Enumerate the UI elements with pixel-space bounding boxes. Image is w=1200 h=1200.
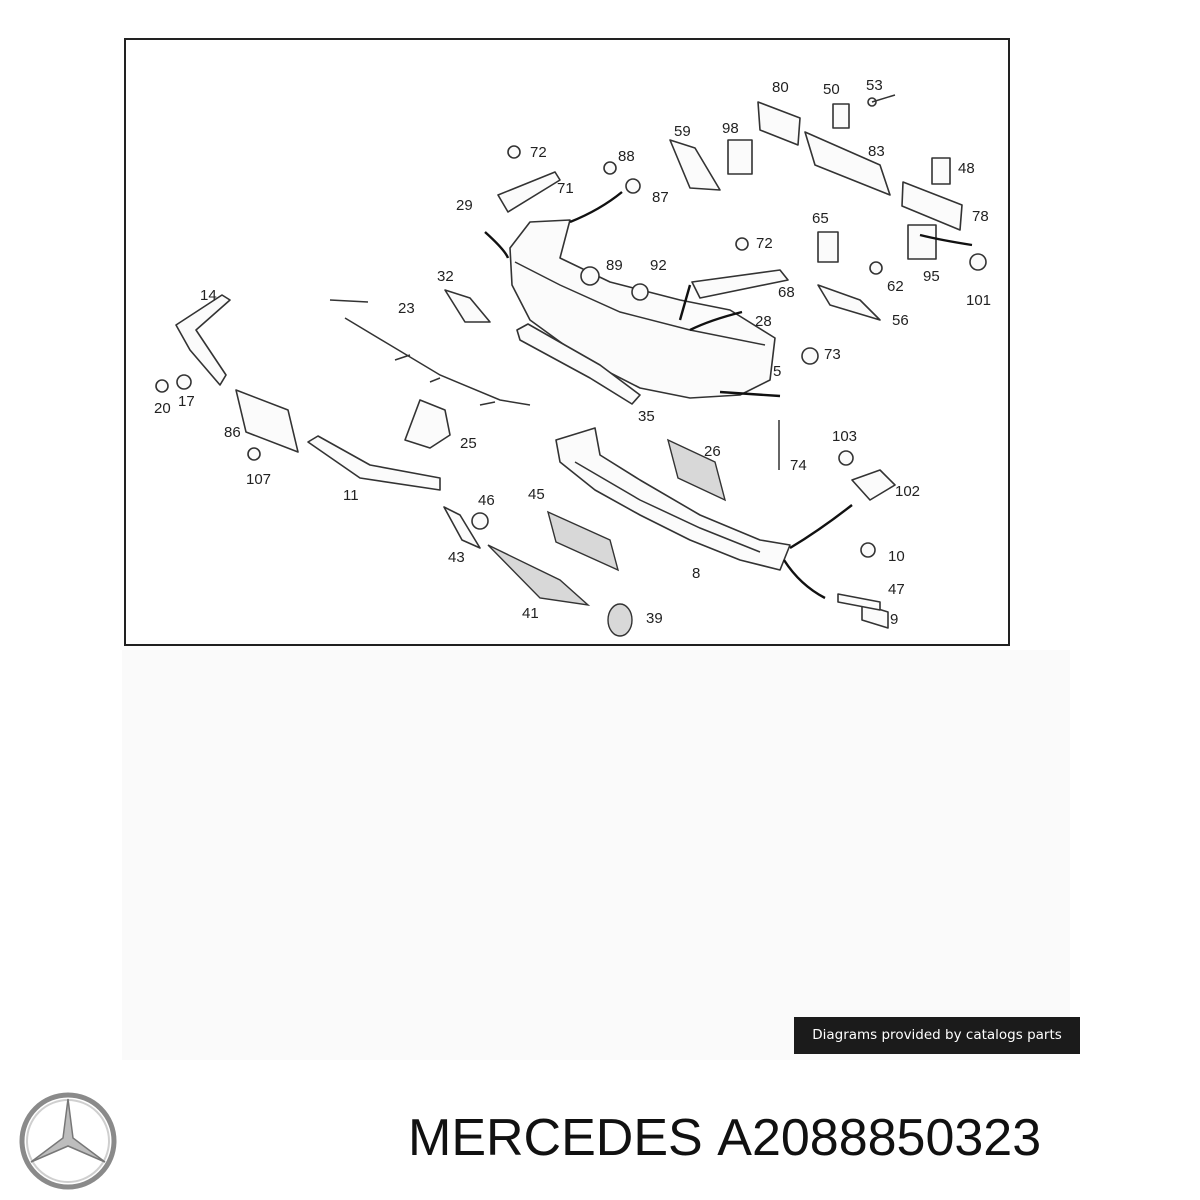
clip-95: [907, 224, 937, 260]
part-label: 68: [778, 284, 795, 301]
grille-41: [487, 544, 591, 607]
bracket-78: [901, 181, 963, 231]
part-label: 62: [887, 278, 904, 295]
bracket-102: [851, 469, 896, 501]
part-label: 26: [704, 443, 721, 460]
part-label: 65: [812, 210, 829, 227]
part-label: 103: [832, 428, 857, 445]
part-label: 86: [224, 424, 241, 441]
diagram-credit-badge: Diagrams provided by catalogs parts: [794, 1017, 1080, 1054]
bracket-43: [443, 506, 481, 549]
part-label: 56: [892, 312, 909, 329]
part-label: 98: [722, 120, 739, 137]
bracket-80: [757, 101, 801, 146]
plate-86: [235, 389, 299, 453]
part-label: 72: [530, 144, 547, 161]
part-number: A2088850323: [717, 1109, 1042, 1167]
bracket-59: [669, 139, 721, 191]
part-label: 45: [528, 486, 545, 503]
part-label: 39: [646, 610, 663, 627]
grille-39: [607, 603, 633, 637]
part-label: 10: [888, 548, 905, 565]
cable-tie: [404, 399, 451, 449]
part-label: 80: [772, 79, 789, 96]
mercedes-star-icon: [19, 1092, 117, 1190]
clip-48: [931, 157, 951, 185]
clip-98: [727, 139, 753, 175]
part-label: 35: [638, 408, 655, 425]
bracket-32: [444, 289, 491, 323]
part-label: 17: [178, 393, 195, 410]
part-label: 73: [824, 346, 841, 363]
trim-11: [307, 435, 441, 491]
brand-name: MERCEDES: [408, 1109, 703, 1167]
lower-spoiler: [555, 427, 791, 571]
part-label: 83: [868, 143, 885, 160]
part-label: 28: [755, 313, 772, 330]
part-label: 32: [437, 268, 454, 285]
part-label: 74: [790, 457, 807, 474]
part-label: 11: [343, 487, 359, 504]
grille-45: [546, 510, 620, 572]
side-trim-14: [175, 294, 231, 386]
bracket-83: [804, 131, 891, 196]
part-label: 95: [923, 268, 940, 285]
part-label: 46: [478, 492, 495, 509]
part-label: 78: [972, 208, 989, 225]
part-label: 72: [756, 235, 773, 252]
bumper-cover: [509, 219, 776, 399]
part-label: 43: [448, 549, 465, 566]
part-label: 89: [606, 257, 623, 274]
part-label: 25: [460, 435, 477, 452]
wiring-harness: [329, 299, 531, 406]
part-label: 59: [674, 123, 691, 140]
part-label: 41: [522, 605, 539, 622]
part-label: 92: [650, 257, 667, 274]
part-label: 53: [866, 77, 883, 94]
part-label: 50: [823, 81, 840, 98]
part-label: 9: [890, 611, 898, 628]
bracket-47: [837, 593, 881, 611]
bracket-56: [817, 284, 881, 321]
part-label: 8: [692, 565, 700, 582]
part-label: 20: [154, 400, 171, 417]
part-label: 71: [557, 180, 574, 197]
clip-50: [832, 103, 850, 129]
part-label: 14: [200, 287, 217, 304]
part-label: 87: [652, 189, 669, 206]
part-label: 88: [618, 148, 635, 165]
clip-65: [817, 231, 839, 263]
grille-26: [666, 438, 727, 502]
part-label: 101: [966, 292, 991, 309]
bracket-71: [497, 171, 561, 213]
image-backdrop: [122, 650, 1070, 1060]
part-label: 5: [773, 363, 781, 380]
bracket-68: [691, 269, 789, 299]
part-label: 107: [246, 471, 271, 488]
part-label: 47: [888, 581, 905, 598]
part-label: 48: [958, 160, 975, 177]
part-label: 23: [398, 300, 415, 317]
bumper-strip: [516, 323, 641, 405]
part-label: 29: [456, 197, 473, 214]
part-label: 102: [895, 483, 920, 500]
